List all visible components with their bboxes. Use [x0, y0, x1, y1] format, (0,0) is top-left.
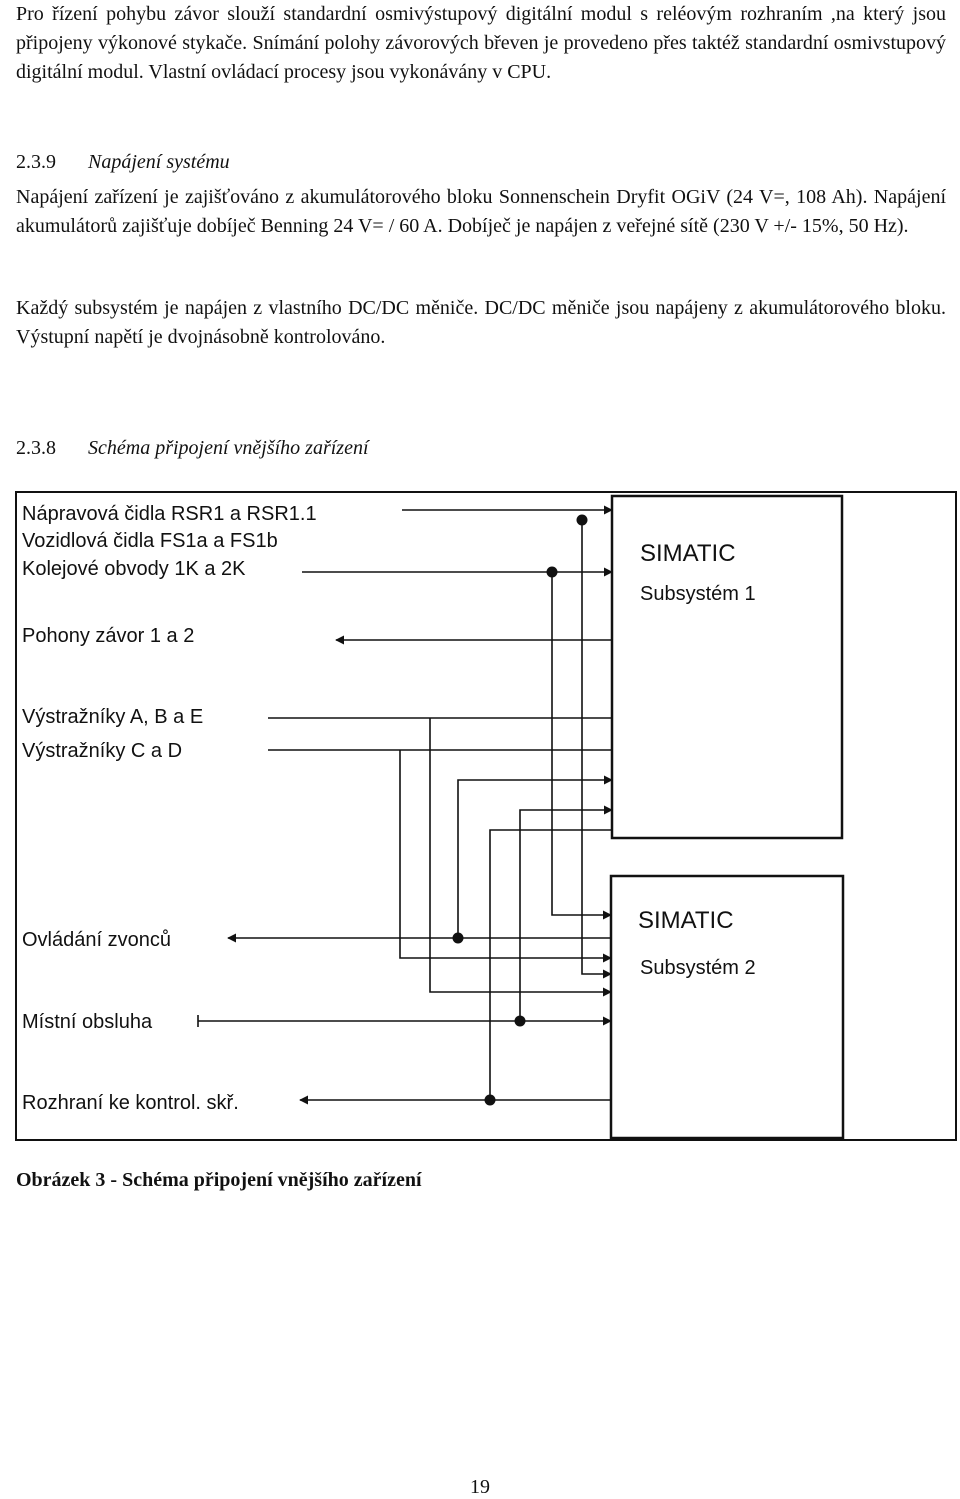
section-number: 2.3.8 — [16, 437, 56, 459]
device-label: Ovládání zvonců — [22, 929, 171, 951]
device-label: Vozidlová čidla FS1a a FS1b — [22, 530, 278, 552]
device-label: Výstražníky A, B a E — [22, 706, 203, 728]
section-heading-schema: 2.3.8 Schéma připojení vnějšího zařízení — [16, 434, 369, 463]
line-local-operation-s1 — [519, 805, 613, 1021]
device-label: Rozhraní ke kontrol. skř. — [22, 1092, 239, 1114]
device-label: Výstražníky C a D — [22, 740, 182, 762]
section-number: 2.3.9 — [16, 151, 56, 173]
line-interface-s1 — [489, 829, 612, 1100]
section-heading-power: 2.3.9 Napájení systému — [16, 148, 230, 177]
junction-dot — [576, 514, 588, 526]
line-bells-s1 — [457, 775, 613, 938]
power-paragraph-2: Každý subsystém je napájen z vlastního D… — [16, 297, 946, 348]
junction-dot — [514, 1015, 526, 1027]
subsystem-2-box — [609, 874, 845, 1140]
line-warning-cd-s2 — [399, 750, 612, 963]
outer-frame — [15, 491, 957, 1141]
device-label: Místní obsluha — [22, 1011, 153, 1033]
section-title: Napájení systému — [88, 151, 230, 173]
subsystem-1-title: SIMATIC — [640, 540, 736, 567]
junction-dot — [546, 566, 558, 578]
device-label: Nápravová čidla RSR1 a RSR1.1 — [22, 503, 317, 525]
line-track-circuits-s2 — [551, 572, 612, 920]
subsystem-1-box — [610, 494, 844, 840]
subsystem-1-subtitle: Subsystém 1 — [640, 583, 756, 605]
subsystem-2-title: SIMATIC — [638, 907, 734, 934]
figure-caption: Obrázek 3 - Schéma připojení vnějšího za… — [16, 1169, 422, 1191]
power-paragraph-1: Napájení zařízení je zajišťováno z akumu… — [16, 186, 946, 237]
device-label: Pohony závor 1 a 2 — [22, 625, 194, 647]
line-warning-abe-s2 — [429, 718, 612, 997]
subsystem-2-subtitle: Subsystém 2 — [640, 957, 756, 979]
intro-paragraph: Pro řízení pohybu závor slouží standardn… — [16, 3, 946, 83]
junction-dot — [484, 1094, 496, 1106]
section-title: Schéma připojení vnějšího zařízení — [88, 437, 369, 459]
junction-dot — [452, 932, 464, 944]
connection-diagram: Nápravová čidla RSR1 a RSR1.1 Vozidlová … — [15, 491, 957, 1141]
device-label: Kolejové obvody 1K a 2K — [22, 558, 246, 580]
page-number: 19 — [470, 1476, 490, 1498]
line-sensors-s2 — [581, 520, 612, 979]
